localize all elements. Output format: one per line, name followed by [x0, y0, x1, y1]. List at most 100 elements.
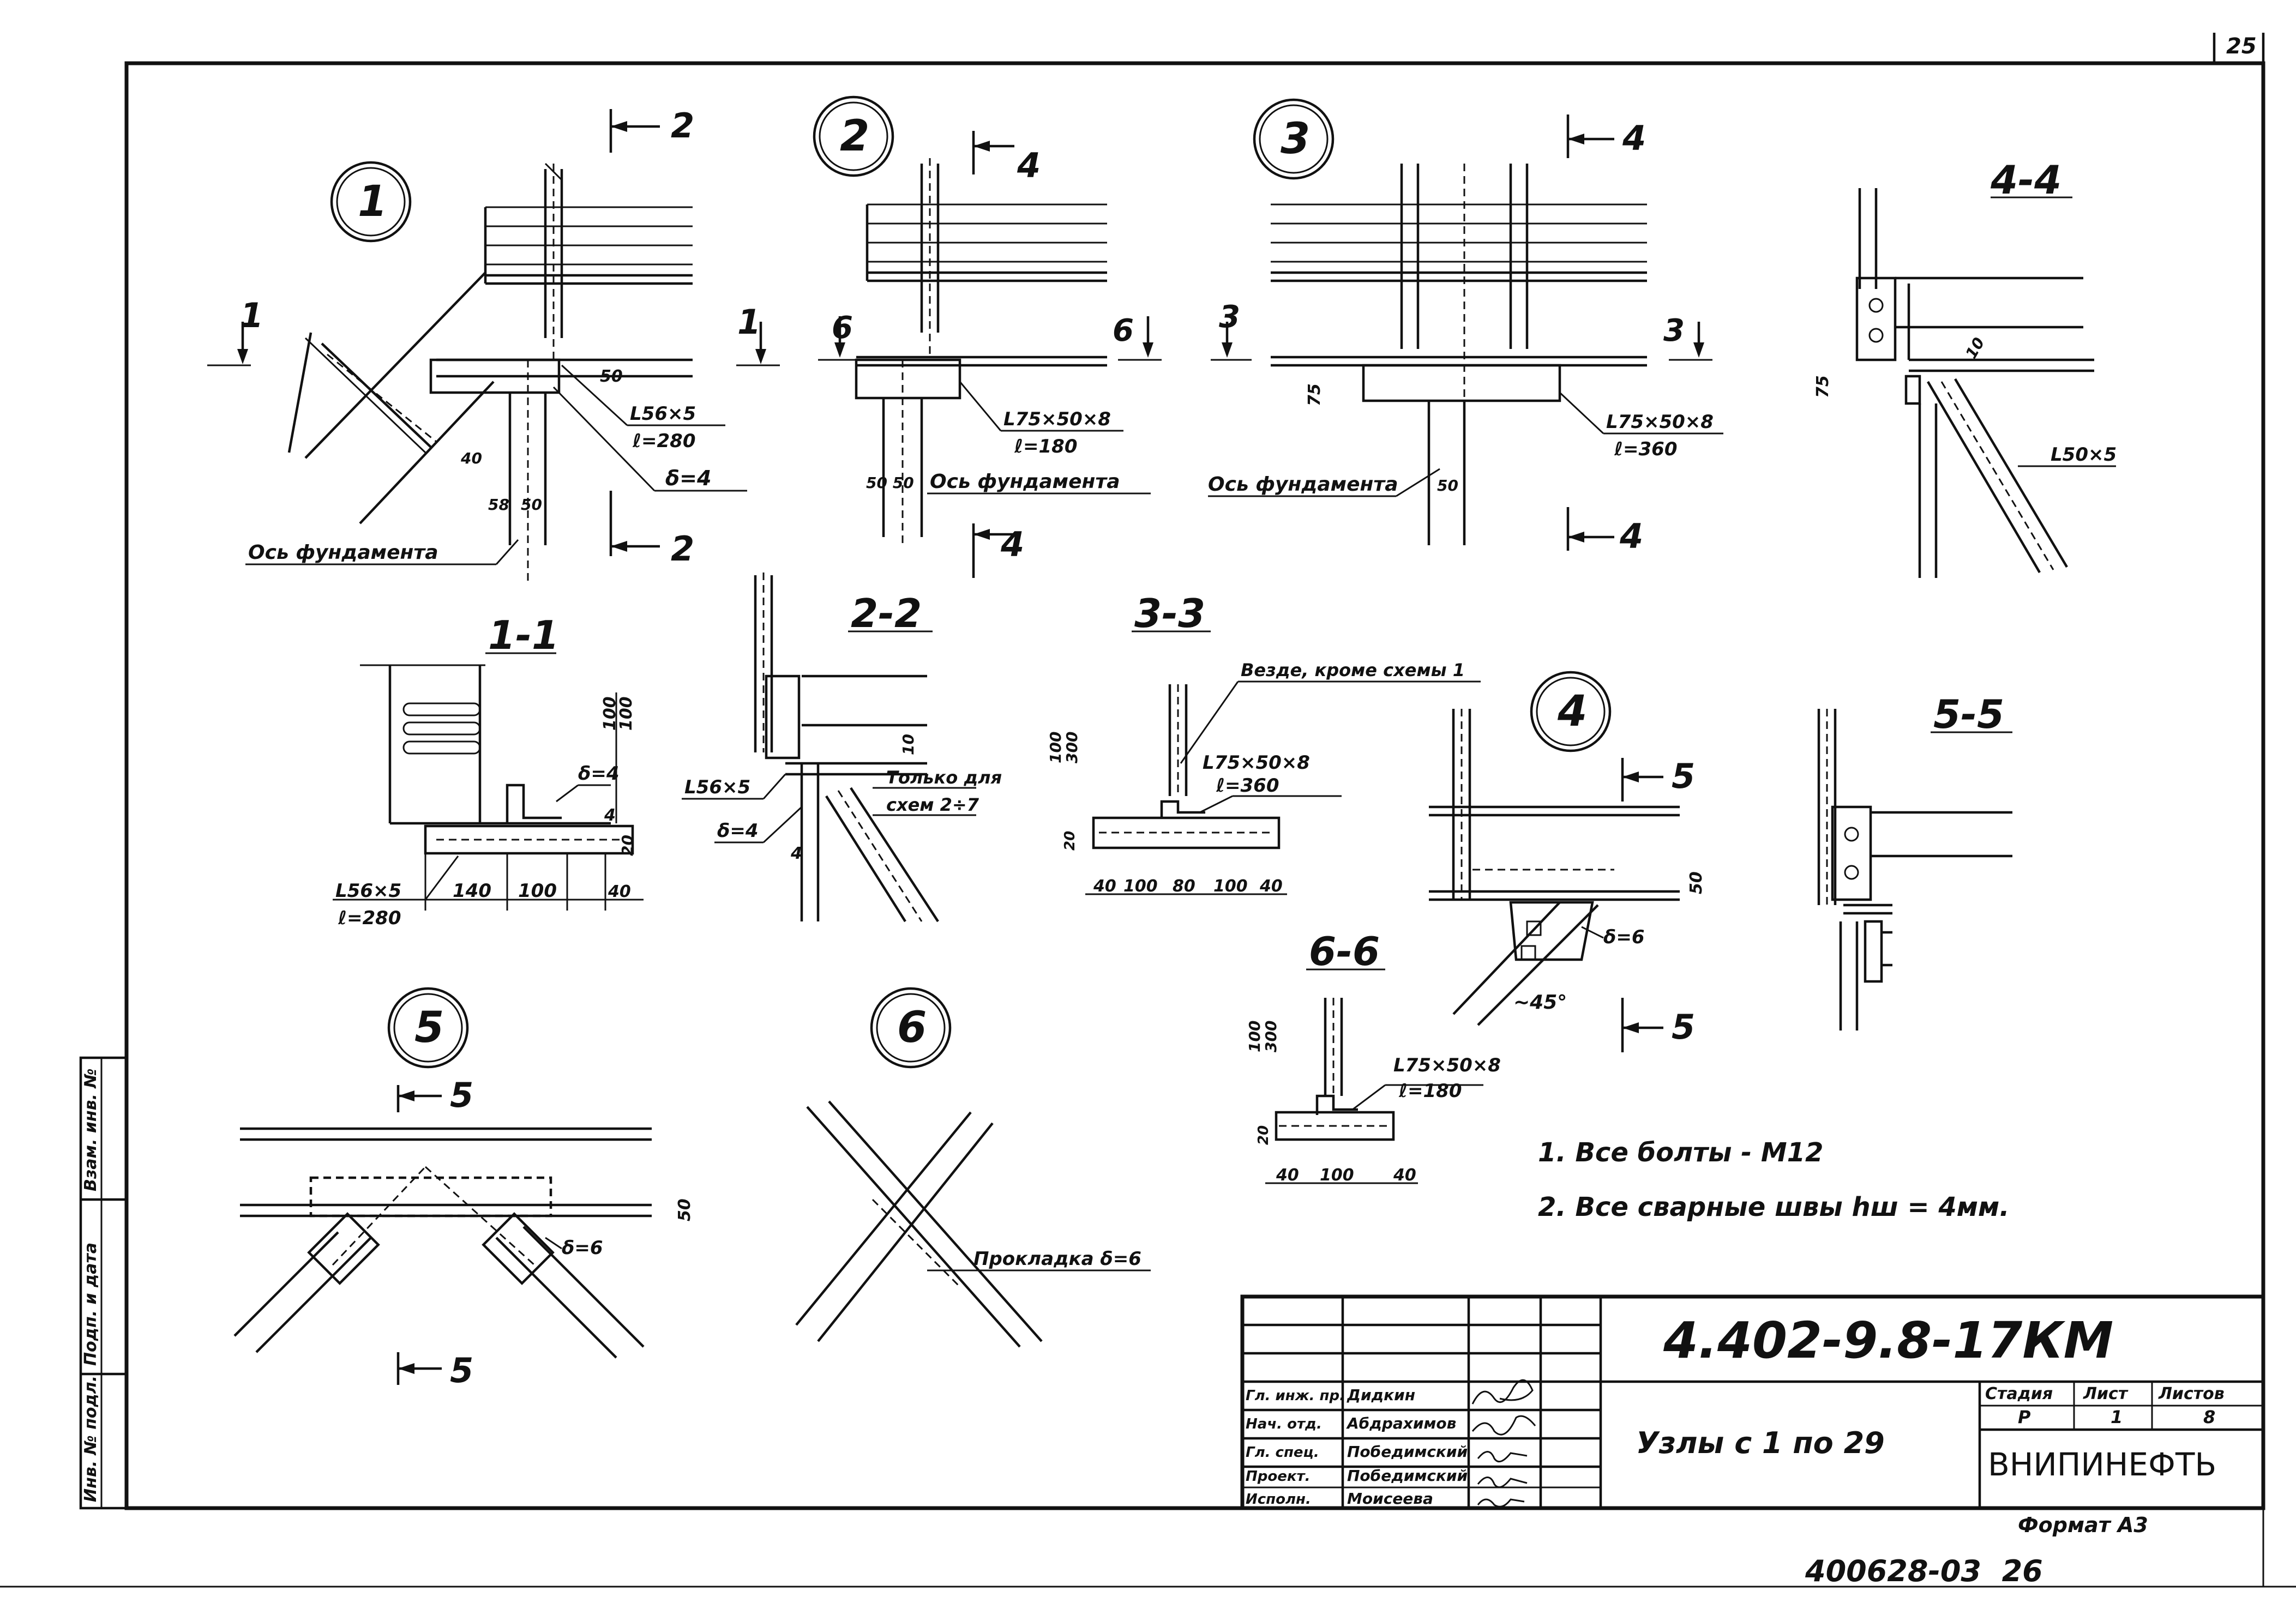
- section-2-2-only-line2: схем 2÷7: [886, 794, 979, 815]
- node-1-angle-label: L56×5: [630, 403, 696, 425]
- side-stamp: Инв. № подл. Подп. и дата Взам. инв. №: [79, 1056, 128, 1510]
- cut-4-top-label: 4: [1017, 146, 1041, 185]
- node-4-angle-45: ~45°: [1513, 991, 1567, 1014]
- title-block-org: ВНИПИНЕФТЬ: [1988, 1446, 2216, 1483]
- section-6-6-dim-300: 300: [1262, 1021, 1280, 1052]
- staff-name-1: Дидкин: [1347, 1386, 1415, 1404]
- note-2: 2. Все сварные швы hш = 4мм.: [1538, 1192, 2009, 1222]
- title-block-stage-header: Стадия: [1985, 1384, 2053, 1403]
- node-1-detail: 1 1 1 2: [207, 106, 780, 583]
- node-2-detail: 2 6 6 4 4 L75×50×8 ℓ=180: [813, 95, 1162, 578]
- title-block-sheet-header: Лист: [2083, 1384, 2129, 1403]
- section-5-5-label: 5-5: [1933, 691, 2004, 737]
- section-4-4-label: 4-4: [1990, 157, 2061, 203]
- section-2-2-label: 2-2: [851, 590, 922, 636]
- node-1-dim-50: 50: [600, 367, 623, 386]
- section-3-3-angle-label: L75×50×8: [1203, 752, 1310, 774]
- section-3-3-dim-300: 300: [1063, 732, 1081, 763]
- title-block-stage-value: Р: [2018, 1407, 2031, 1427]
- cut-5-node5-bottom-label: 5: [450, 1351, 473, 1390]
- cut-3-right-label: 3: [1663, 313, 1685, 348]
- title-block-sheets-value: 8: [2203, 1407, 2215, 1427]
- cut-6-right-label: 6: [1113, 313, 1134, 348]
- node-2-length-label: ℓ=180: [1014, 436, 1078, 457]
- section-1-1-dim-100b: 100: [617, 696, 636, 731]
- section-1-1-dim-20: 20: [618, 835, 636, 856]
- section-1-1-length-label: ℓ=280: [338, 907, 401, 929]
- node-3-foundation-axis: Ось фундамента: [1208, 473, 1398, 496]
- cut-4-bottom-label: 4: [1000, 525, 1024, 564]
- section-2-2-dim-10: 10: [899, 734, 917, 755]
- section-3-3-dim-20: 20: [1062, 831, 1078, 851]
- section-1-1-angle-label: L56×5: [335, 880, 401, 902]
- side-stamp-repl-label: Взам. инв. №: [81, 1068, 100, 1191]
- node-2-dim-5050: 50 50: [866, 474, 914, 492]
- section-1-1-dim-100: 100: [518, 880, 557, 902]
- node-5-label: 5: [414, 1003, 444, 1052]
- side-stamp-inv-label: Инв. № подл.: [81, 1376, 100, 1502]
- node-5-dim-50: 50: [675, 1198, 694, 1221]
- signature-2: [1471, 1415, 1536, 1436]
- archive-number: 400628-03 26: [1805, 1554, 2043, 1588]
- cut-6-left-label: 6: [832, 310, 853, 346]
- cut-5-node4-top-label: 5: [1672, 756, 1695, 796]
- section-3-3-length-label: ℓ=360: [1216, 775, 1279, 797]
- node-6-label: 6: [897, 1003, 927, 1052]
- cut-4-node3-top-label: 4: [1622, 118, 1646, 158]
- note-1: 1. Все болты - М12: [1538, 1137, 1823, 1168]
- section-3-3-dim-100b: 100: [1213, 877, 1248, 896]
- node-4-label: 4: [1557, 687, 1587, 736]
- page-number: 25: [2226, 34, 2257, 59]
- section-3-3-dim-100c: 100: [1047, 732, 1065, 763]
- node-2-label: 2: [840, 112, 869, 161]
- cut-2-top-label: 2: [671, 106, 694, 146]
- section-1-1: 1-1 140 100 40 L56×5 ℓ=280 100 100 δ=4 4…: [333, 612, 644, 929]
- node-1-foundation-axis: Ось фундамента: [248, 541, 438, 564]
- section-1-1-dim-100a: 100: [600, 696, 620, 731]
- section-1-1-label: 1-1: [488, 612, 559, 658]
- section-3-3-dim-80: 80: [1173, 877, 1195, 896]
- staff-role-1: Гл. инж. пр.: [1246, 1388, 1345, 1404]
- section-3-3: 3-3 40 100 80 100 40 100 300 20 Везде, к…: [1047, 590, 1481, 896]
- node-1-dim-58: 58: [488, 496, 509, 514]
- cut-1-left-label: 1: [240, 296, 263, 335]
- section-2-2-angle-label: L56×5: [684, 776, 750, 798]
- section-3-3-label: 3-3: [1134, 590, 1205, 636]
- node-3-dim-75: 75: [1305, 383, 1324, 406]
- section-4-4: 4-4 75 10 L50×5: [1813, 157, 2117, 578]
- section-2-2-dim-4: 4: [790, 844, 802, 863]
- node-4-dim-50: 50: [1687, 871, 1706, 894]
- node-3-angle-label: L75×50×8: [1606, 411, 1714, 433]
- staff-role-2: Нач. отд.: [1246, 1416, 1322, 1432]
- node-5-detail: 5 5 50 δ=6 5: [233, 987, 694, 1390]
- section-3-3-everywhere-label: Везде, кроме схемы 1: [1241, 660, 1465, 680]
- node-4-plate-label: δ=6: [1603, 926, 1645, 948]
- side-stamp-sign-label: Подп. и дата: [81, 1243, 100, 1366]
- staff-name-4: Победимский: [1347, 1467, 1468, 1485]
- section-6-6-dim-100: 100: [1320, 1166, 1354, 1185]
- section-6-6-dim-40: 40: [1276, 1166, 1299, 1185]
- section-3-3-dim-40b: 40: [1259, 877, 1283, 896]
- signature-1: [1471, 1379, 1534, 1405]
- section-6-6: 6-6 40 100 40 100 300 20 L75×50×8 ℓ=180: [1246, 929, 1501, 1185]
- section-1-1-plate-label: δ=4: [578, 763, 620, 785]
- node-2-foundation-axis: Ось фундамента: [930, 471, 1120, 493]
- node-6-gasket-label: Прокладка δ=6: [973, 1248, 1141, 1270]
- node-3-length-label: ℓ=360: [1614, 438, 1678, 460]
- section-6-6-dim-20: 20: [1255, 1125, 1272, 1145]
- staff-name-5: Моисеева: [1347, 1490, 1433, 1508]
- signature-3: [1477, 1451, 1528, 1463]
- section-4-4-angle-label: L50×5: [2051, 444, 2117, 466]
- staff-role-4: Проект.: [1246, 1468, 1310, 1485]
- node-1-label: 1: [358, 177, 387, 226]
- section-6-6-dim-40b: 40: [1393, 1166, 1416, 1185]
- node-4-detail: 4 50 δ=6 ~45° 5 5: [1429, 671, 1706, 1052]
- section-1-1-dim-4: 4: [604, 806, 616, 825]
- node-1-dim-50b: 50: [521, 496, 542, 514]
- title-block-sheets-header: Листов: [2158, 1384, 2225, 1403]
- node-3-dim-50: 50: [1437, 477, 1458, 495]
- cut-5-node4-bottom-label: 5: [1672, 1007, 1695, 1047]
- section-4-4-dim-75: 75: [1813, 375, 1832, 398]
- section-1-1-dim-140: 140: [453, 880, 491, 902]
